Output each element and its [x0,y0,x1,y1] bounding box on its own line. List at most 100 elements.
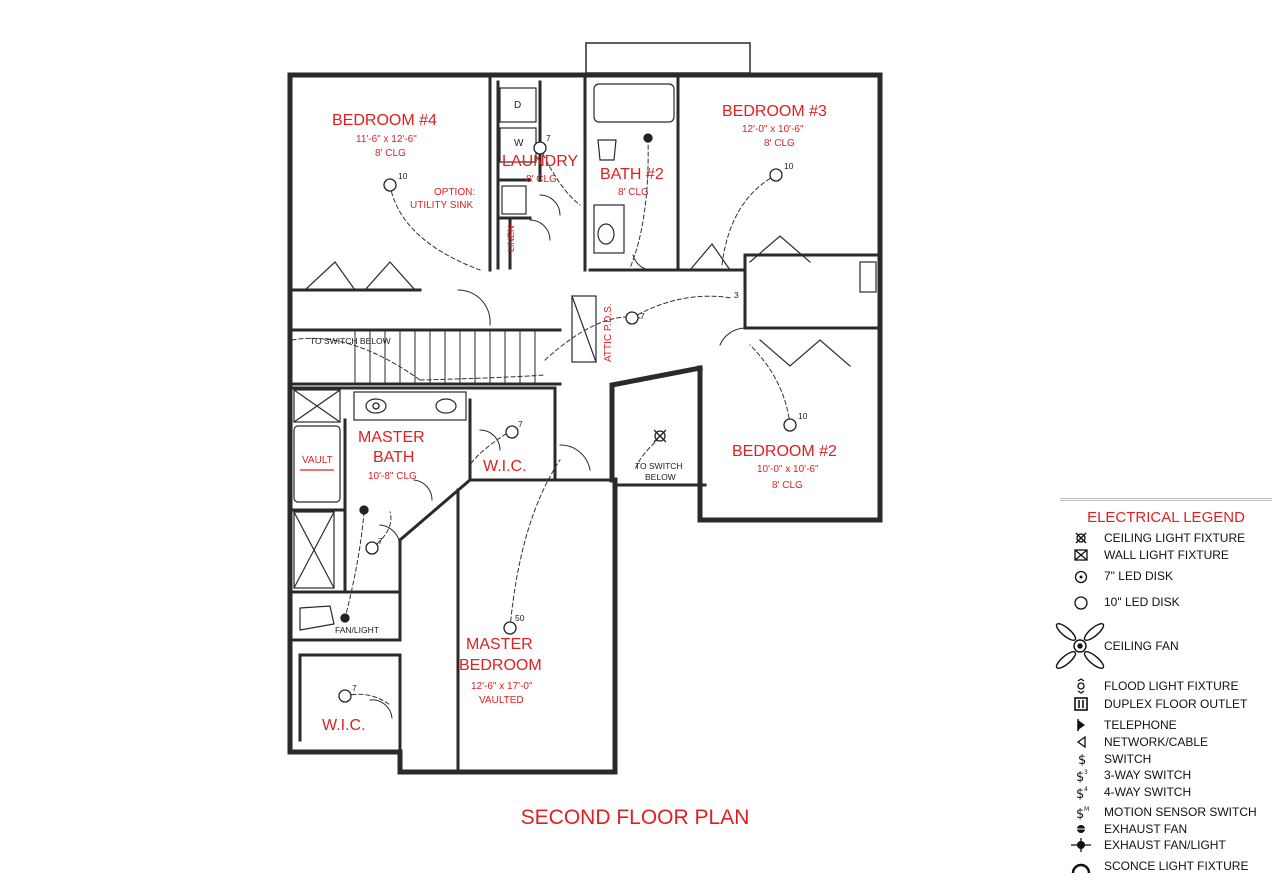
legend-label: 7" LED DISK [1104,569,1173,583]
led-disk-10-icon [1074,596,1088,610]
svg-text:$: $ [1076,787,1084,800]
legend-item: $M MOTION SENSOR SWITCH [1060,804,1272,820]
legend-label: FLOOD LIGHT FIXTURE [1104,679,1239,693]
legend-label: DUPLEX FLOOR OUTLET [1104,697,1248,711]
electrical-legend: ELECTRICAL LEGEND [1060,498,1272,530]
wall-light-icon [1074,549,1088,561]
motion-sensor-switch-icon: $M [1076,806,1089,820]
option-note-1: OPTION: [434,187,476,198]
svg-text:$: $ [1076,807,1084,820]
led-disk-7-icon [338,689,352,703]
legend-label: CEILING LIGHT FIXTURE [1104,531,1246,545]
legend-label: MOTION SENSOR SWITCH [1104,805,1257,819]
led-disk-7-icon [365,541,379,555]
legend-title: ELECTRICAL LEGEND [1060,498,1272,526]
sconce-light-icon [1071,863,1091,874]
led-disk-7-icon [1074,570,1088,584]
led-disk-10-icon [383,178,397,192]
fixture-size-label: 7 [352,683,357,693]
legend-label: CEILING FAN [1104,639,1179,653]
room-dim-bedroom4: 11'-6" x 12'-6" [356,134,417,145]
room-dim-bedroom2: 10'-0" x 10'-6" [757,464,819,475]
room-name-wic-upper: W.I.C. [483,458,527,475]
fixture-size-label: 10 [798,411,808,421]
led-disk-10-icon [503,621,517,635]
switch-subscript: 3 [1084,769,1088,776]
option-note-2: UTILITY SINK [410,200,474,211]
room-name-wic-lower: W.I.C. [322,717,366,734]
fixture-size-label: 7 [546,133,551,143]
room-clg-master-bath: 10'-8" CLG [368,471,417,482]
to-switch-below-note-b: BELOW [645,472,676,482]
ceiling-light-icon [653,429,667,443]
legend-label: 10" LED DISK [1104,595,1180,609]
duplex-floor-outlet-icon [1074,697,1088,711]
telephone-icon [1077,719,1085,731]
plan-title: SECOND FLOOR PLAN [520,806,750,829]
room-name-master-bath-1: MASTER [358,429,425,446]
legend-item: 10" LED DISK [1060,594,1272,610]
legend-label: 3-WAY SWITCH [1104,768,1192,782]
legend-item: EXHAUST FAN [1060,821,1272,837]
legend-item: $4 4-WAY SWITCH [1060,784,1272,800]
legend-label: TELEPHONE [1104,718,1177,732]
linen-label: LINEN [506,225,516,252]
three-way-switch-icon: $3 [1076,769,1088,783]
legend-label: SCONCE LIGHT FIXTURE [1104,859,1249,873]
stair-treads [354,331,536,385]
fixture-size-label: 3 [734,290,739,300]
fixture-size-label: 7 [640,311,645,321]
legend-item: EXHAUST FAN/LIGHT [1060,837,1272,853]
dryer-label: D [514,100,522,111]
svg-text:$: $ [1078,753,1086,767]
legend-label: SWITCH [1104,752,1152,766]
legend-label: EXHAUST FAN [1104,822,1188,836]
closet-doors [304,235,877,367]
switch-icon: $ [1078,753,1086,767]
room-name-master-bedroom-1: MASTER [466,636,533,653]
legend-item: 7" LED DISK [1060,568,1272,584]
room-name-bedroom2: BEDROOM #2 [732,443,837,460]
room-name-bath2: BATH #2 [600,166,664,183]
ceiling-light-icon [1075,532,1087,544]
switch-subscript: M [1084,806,1089,813]
legend-item: TELEPHONE [1060,717,1272,733]
legend-item: $3 3-WAY SWITCH [1060,767,1272,783]
led-disk-7-icon [533,141,547,155]
svg-text:$: $ [1076,770,1084,783]
legend-label: EXHAUST FAN/LIGHT [1104,838,1226,852]
fixture-size-label: 10 [784,161,794,171]
room-name-master-bedroom-2: BEDROOM [459,657,542,674]
legend-item: CEILING FAN [1055,623,1272,669]
room-name-bedroom4: BEDROOM #4 [332,112,437,129]
ceiling-fan-icon [1055,623,1105,669]
network-cable-icon [1076,735,1086,749]
room-clg-bedroom4: 8' CLG [375,148,406,159]
door-swings [369,194,746,719]
legend-item: NETWORK/CABLE [1060,734,1272,750]
fixture-size-label: 10 [398,171,408,181]
legend-item: WALL LIGHT FIXTURE [1060,547,1272,563]
switch-subscript: 4 [1084,786,1088,793]
fixture-size-label: 7 [378,536,383,546]
room-clg-master-bedroom: VAULTED [479,695,524,706]
legend-label: NETWORK/CABLE [1104,735,1209,749]
exhaust-fan-icon [643,133,653,143]
legend-item: FLOOD LIGHT FIXTURE [1060,678,1272,694]
bath-fixtures [293,83,675,631]
legend-label: 4-WAY SWITCH [1104,785,1192,799]
exhaust-fan-icon [1077,825,1085,833]
room-clg-bath2: 8' CLG [618,187,649,198]
led-disk-10-icon [783,418,797,432]
vault-label: VAULT [302,455,333,466]
led-disk-7-icon [505,425,519,439]
fan-light-note: FAN/LIGHT [335,625,379,635]
ceiling-light-icon [372,402,380,410]
washer-label: W [514,138,524,149]
flood-light-icon [1077,678,1085,694]
interior-walls [288,76,882,772]
led-disk-10-icon [769,168,783,182]
legend-item: SCONCE LIGHT FIXTURE [1060,858,1272,874]
to-switch-below-note-a: TO SWITCH [635,461,683,471]
